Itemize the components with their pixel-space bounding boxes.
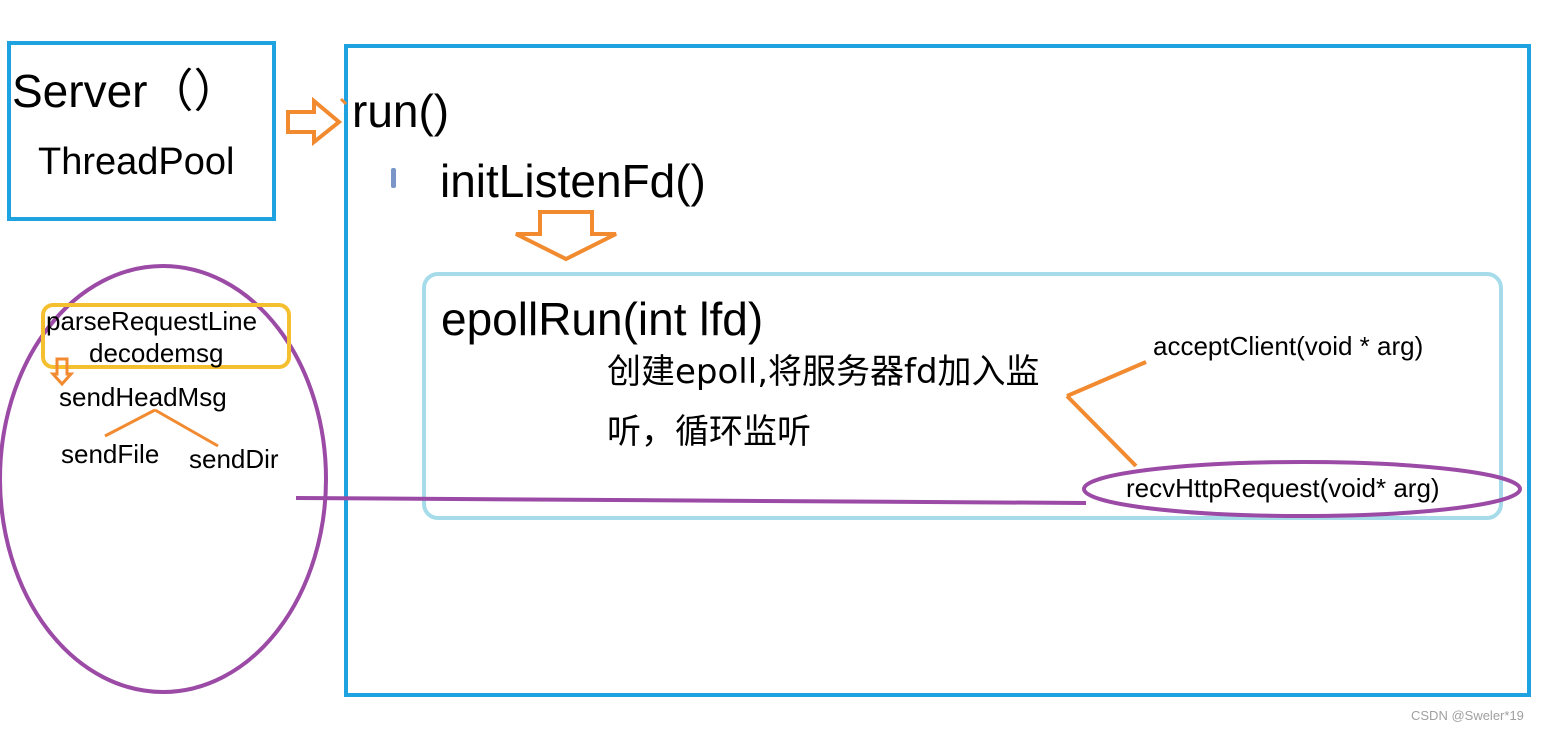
epoll-description-line2: 听，循环监听: [607, 412, 811, 452]
send-file-label: sendFile: [61, 439, 160, 469]
recv-link-line: [295, 496, 1087, 505]
request-ellipse: [0, 264, 328, 694]
epoll-overlay-patch: [428, 445, 1088, 481]
epoll-box: [422, 272, 1503, 520]
decode-to-sendhead-arrow: [49, 357, 75, 387]
decode-msg-label: decodemsg: [89, 338, 224, 368]
watermark: CSDN @Sweler*19: [1411, 708, 1524, 723]
parse-request-line-label: parseRequestLine: [46, 306, 258, 336]
branch-to-recv-line: [1065, 394, 1138, 468]
recv-http-request-label: recvHttpRequest(void* arg): [1126, 473, 1440, 503]
run-box: [344, 44, 1531, 697]
sendhead-to-sendfile-line: [104, 408, 156, 438]
run-label: run(): [352, 85, 450, 137]
sendhead-to-senddir-line: [154, 408, 219, 448]
accept-client-label: acceptClient(void * arg): [1153, 331, 1424, 361]
arrow-tail-mark: [339, 97, 348, 106]
parse-highlight-box: [41, 303, 291, 369]
bullet-mark: [391, 168, 396, 188]
epoll-run-title: epollRun(int lfd): [441, 293, 764, 345]
recv-ellipse: [1082, 460, 1522, 518]
epoll-description-line1: 创建epoll,将服务器fd加入监: [607, 352, 1040, 392]
server-box: [7, 41, 276, 221]
branch-to-accept-line: [1066, 360, 1147, 398]
init-to-epoll-arrow: [515, 210, 617, 262]
threadpool-label: ThreadPool: [38, 141, 235, 183]
server-to-run-arrow: [286, 96, 343, 147]
server-title: Server（）: [12, 65, 240, 117]
send-head-msg-label: sendHeadMsg: [59, 382, 227, 412]
send-dir-label: sendDir: [189, 444, 279, 474]
init-listen-label: initListenFd(): [440, 155, 706, 207]
